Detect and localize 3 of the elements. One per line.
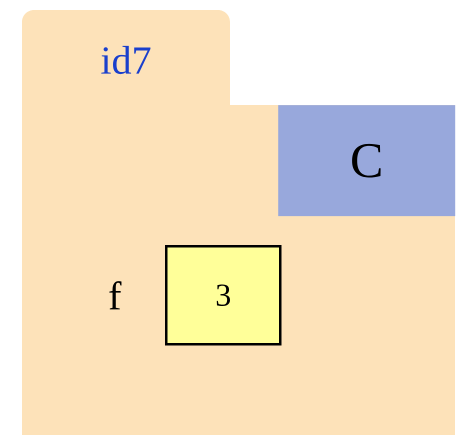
field-name: f bbox=[109, 281, 122, 310]
value-box: 3 bbox=[165, 245, 282, 346]
class-box: C bbox=[278, 105, 456, 216]
